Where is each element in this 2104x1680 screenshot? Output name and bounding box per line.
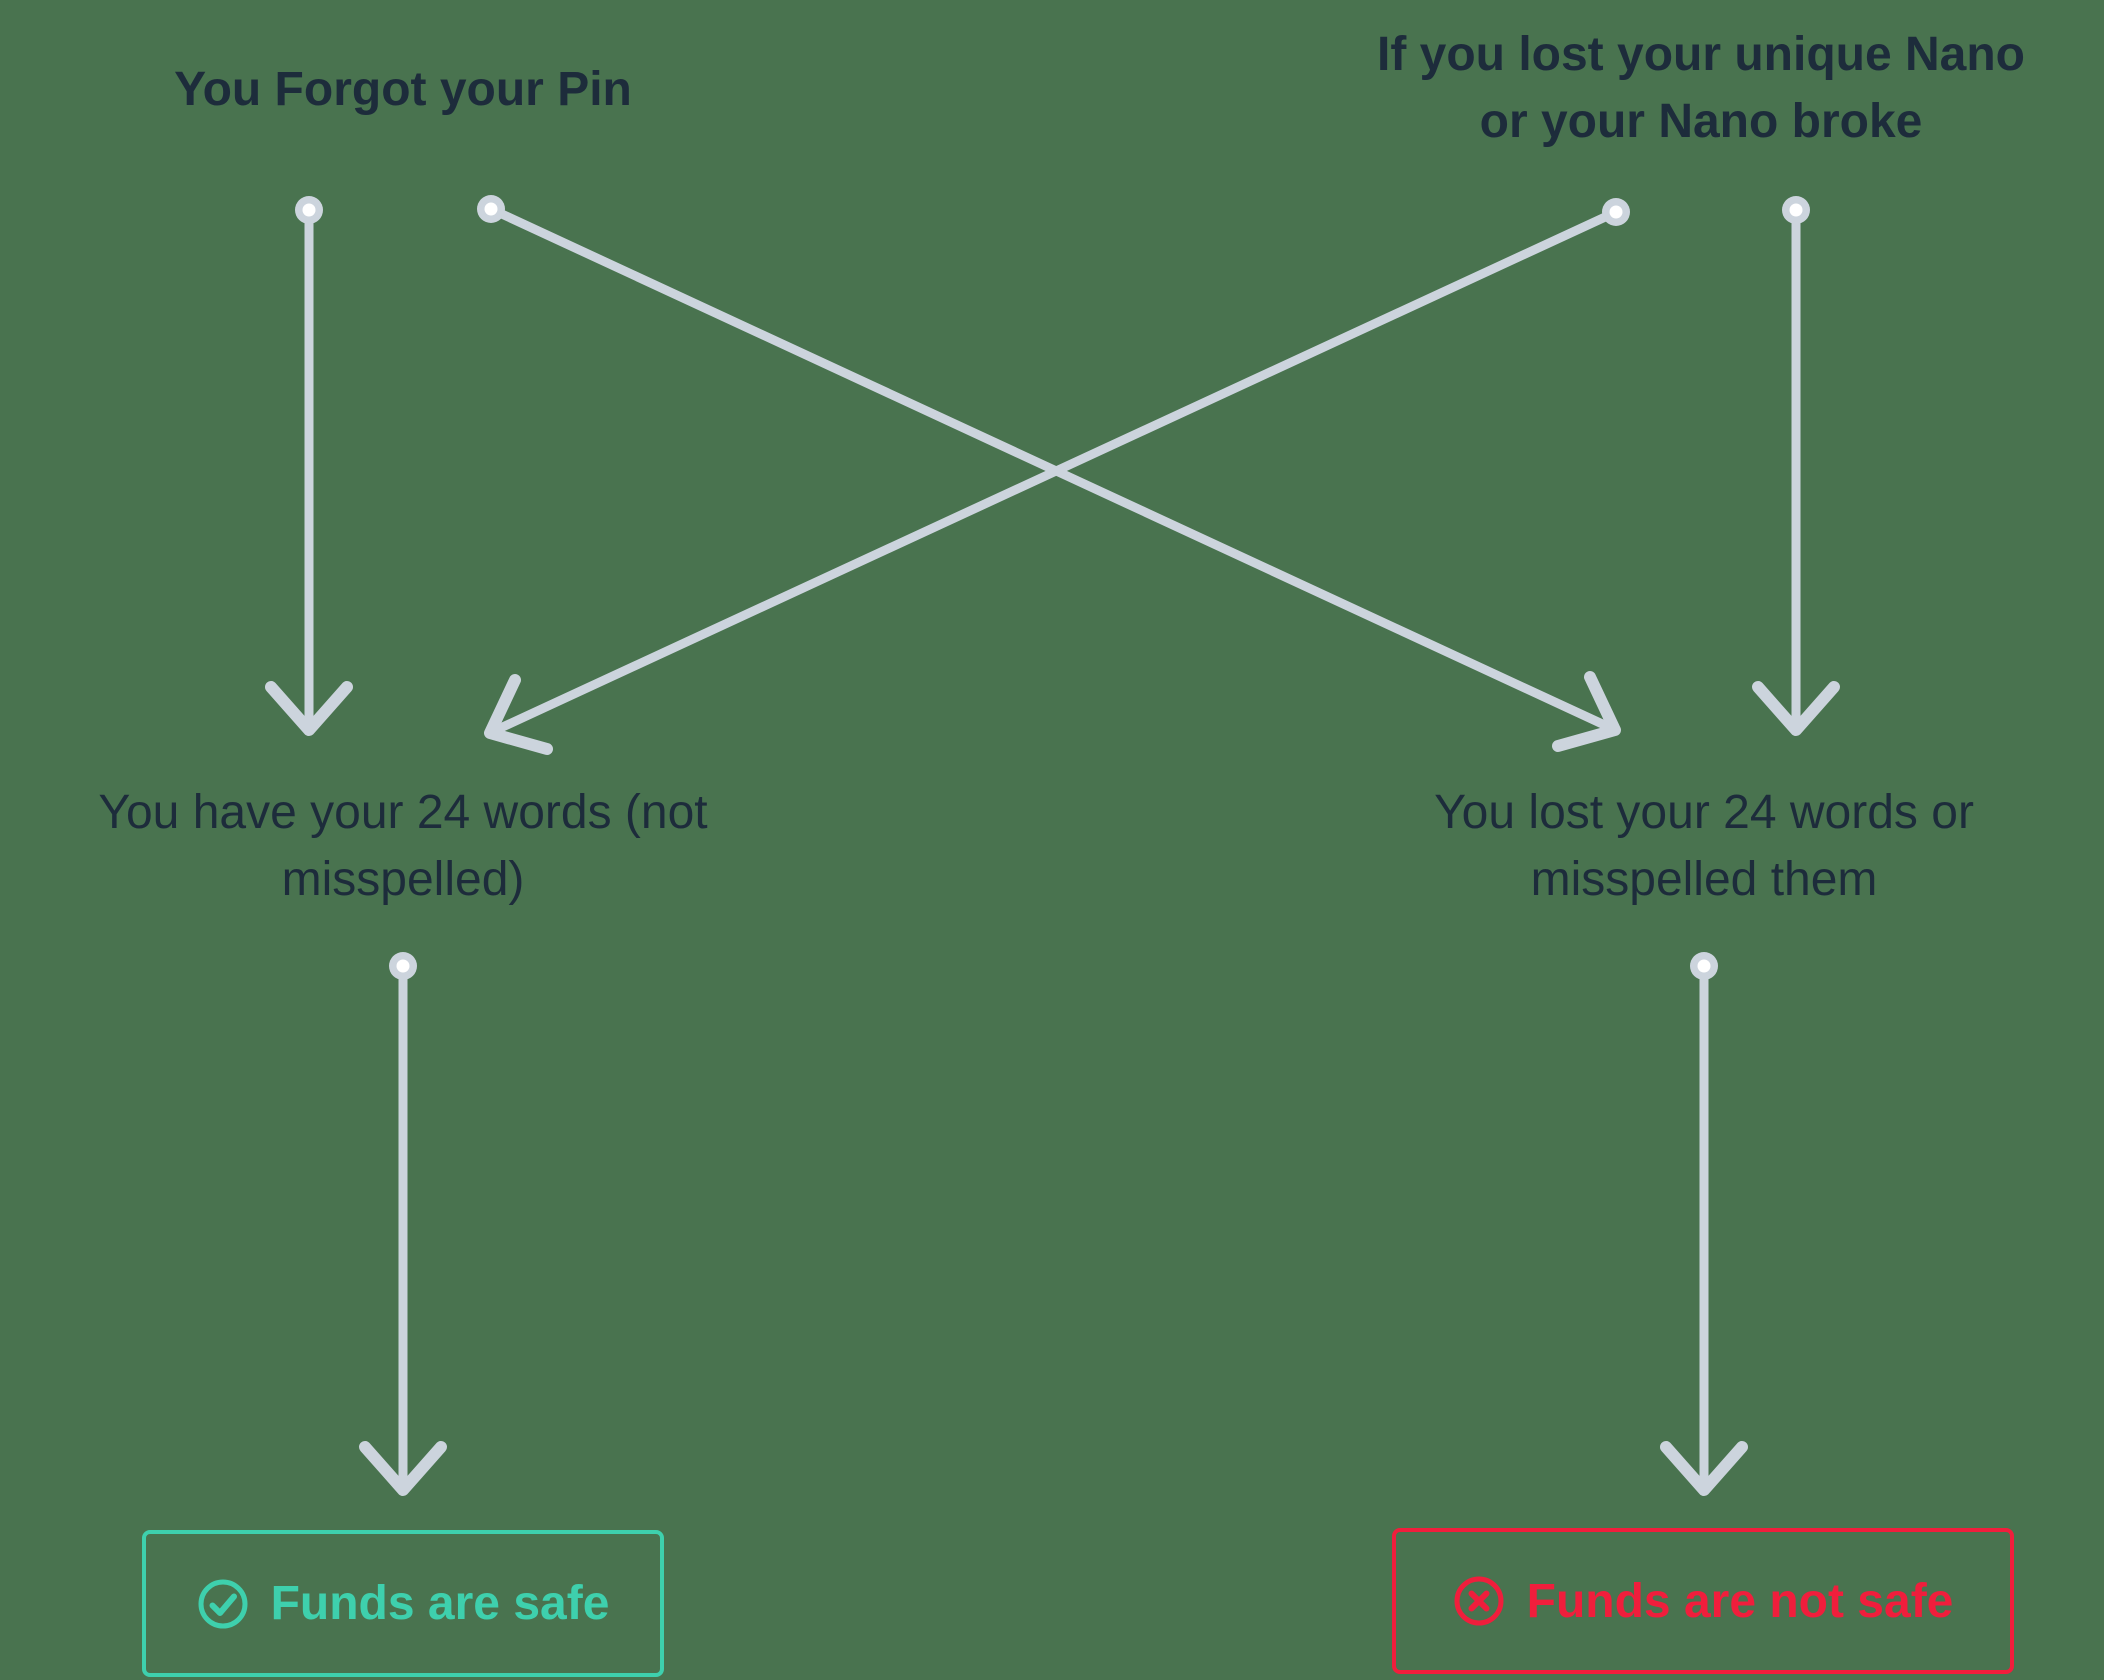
node-have-24-words-line: misspelled) bbox=[281, 853, 525, 906]
origin-dot bbox=[389, 952, 417, 980]
node-lost-24-words: You lost your 24 words or misspelled the… bbox=[1324, 779, 2084, 913]
origin-dot bbox=[1690, 952, 1718, 980]
arrow-have-words-to-safe bbox=[359, 961, 447, 1496]
origin-dot bbox=[295, 196, 323, 224]
origin-dot bbox=[477, 195, 505, 223]
check-circle-icon bbox=[198, 1579, 248, 1628]
origin-dot bbox=[1602, 198, 1630, 226]
node-lost-24-words-line: misspelled them bbox=[1530, 853, 1878, 906]
outcome-label-funds-not-safe: Funds are not safe bbox=[1526, 1574, 1954, 1628]
node-lost-nano: If you lost your unique Nano or your Nan… bbox=[1321, 21, 2081, 155]
arrow-lost-words-to-not-safe bbox=[1660, 961, 1748, 1496]
x-circle-icon bbox=[1454, 1576, 1504, 1626]
node-forgot-pin: You Forgot your Pin bbox=[53, 56, 753, 123]
node-have-24-words: You have your 24 words (not misspelled) bbox=[23, 779, 783, 913]
node-have-24-words-line: You have your 24 words (not bbox=[98, 786, 708, 839]
node-lost-24-words-line: You lost your 24 words or bbox=[1434, 786, 1974, 839]
arrow-nano-to-have-words bbox=[484, 207, 1621, 755]
arrow-nano-to-lost-words bbox=[1752, 205, 1840, 736]
outcome-box-funds-not-safe: Funds are not safe bbox=[1392, 1528, 2014, 1674]
outcome-box-funds-safe: Funds are safe bbox=[142, 1530, 664, 1677]
origin-dot bbox=[1782, 196, 1810, 224]
outcome-label-funds-safe: Funds are safe bbox=[270, 1577, 610, 1630]
node-lost-nano-line: If you lost your unique Nano bbox=[1377, 28, 2025, 81]
node-lost-nano-line: or your Nano broke bbox=[1479, 95, 1923, 148]
arrow-origin-dots bbox=[295, 195, 1810, 980]
node-forgot-pin-line: You Forgot your Pin bbox=[174, 63, 632, 116]
arrow-pin-to-have-words bbox=[265, 205, 353, 736]
